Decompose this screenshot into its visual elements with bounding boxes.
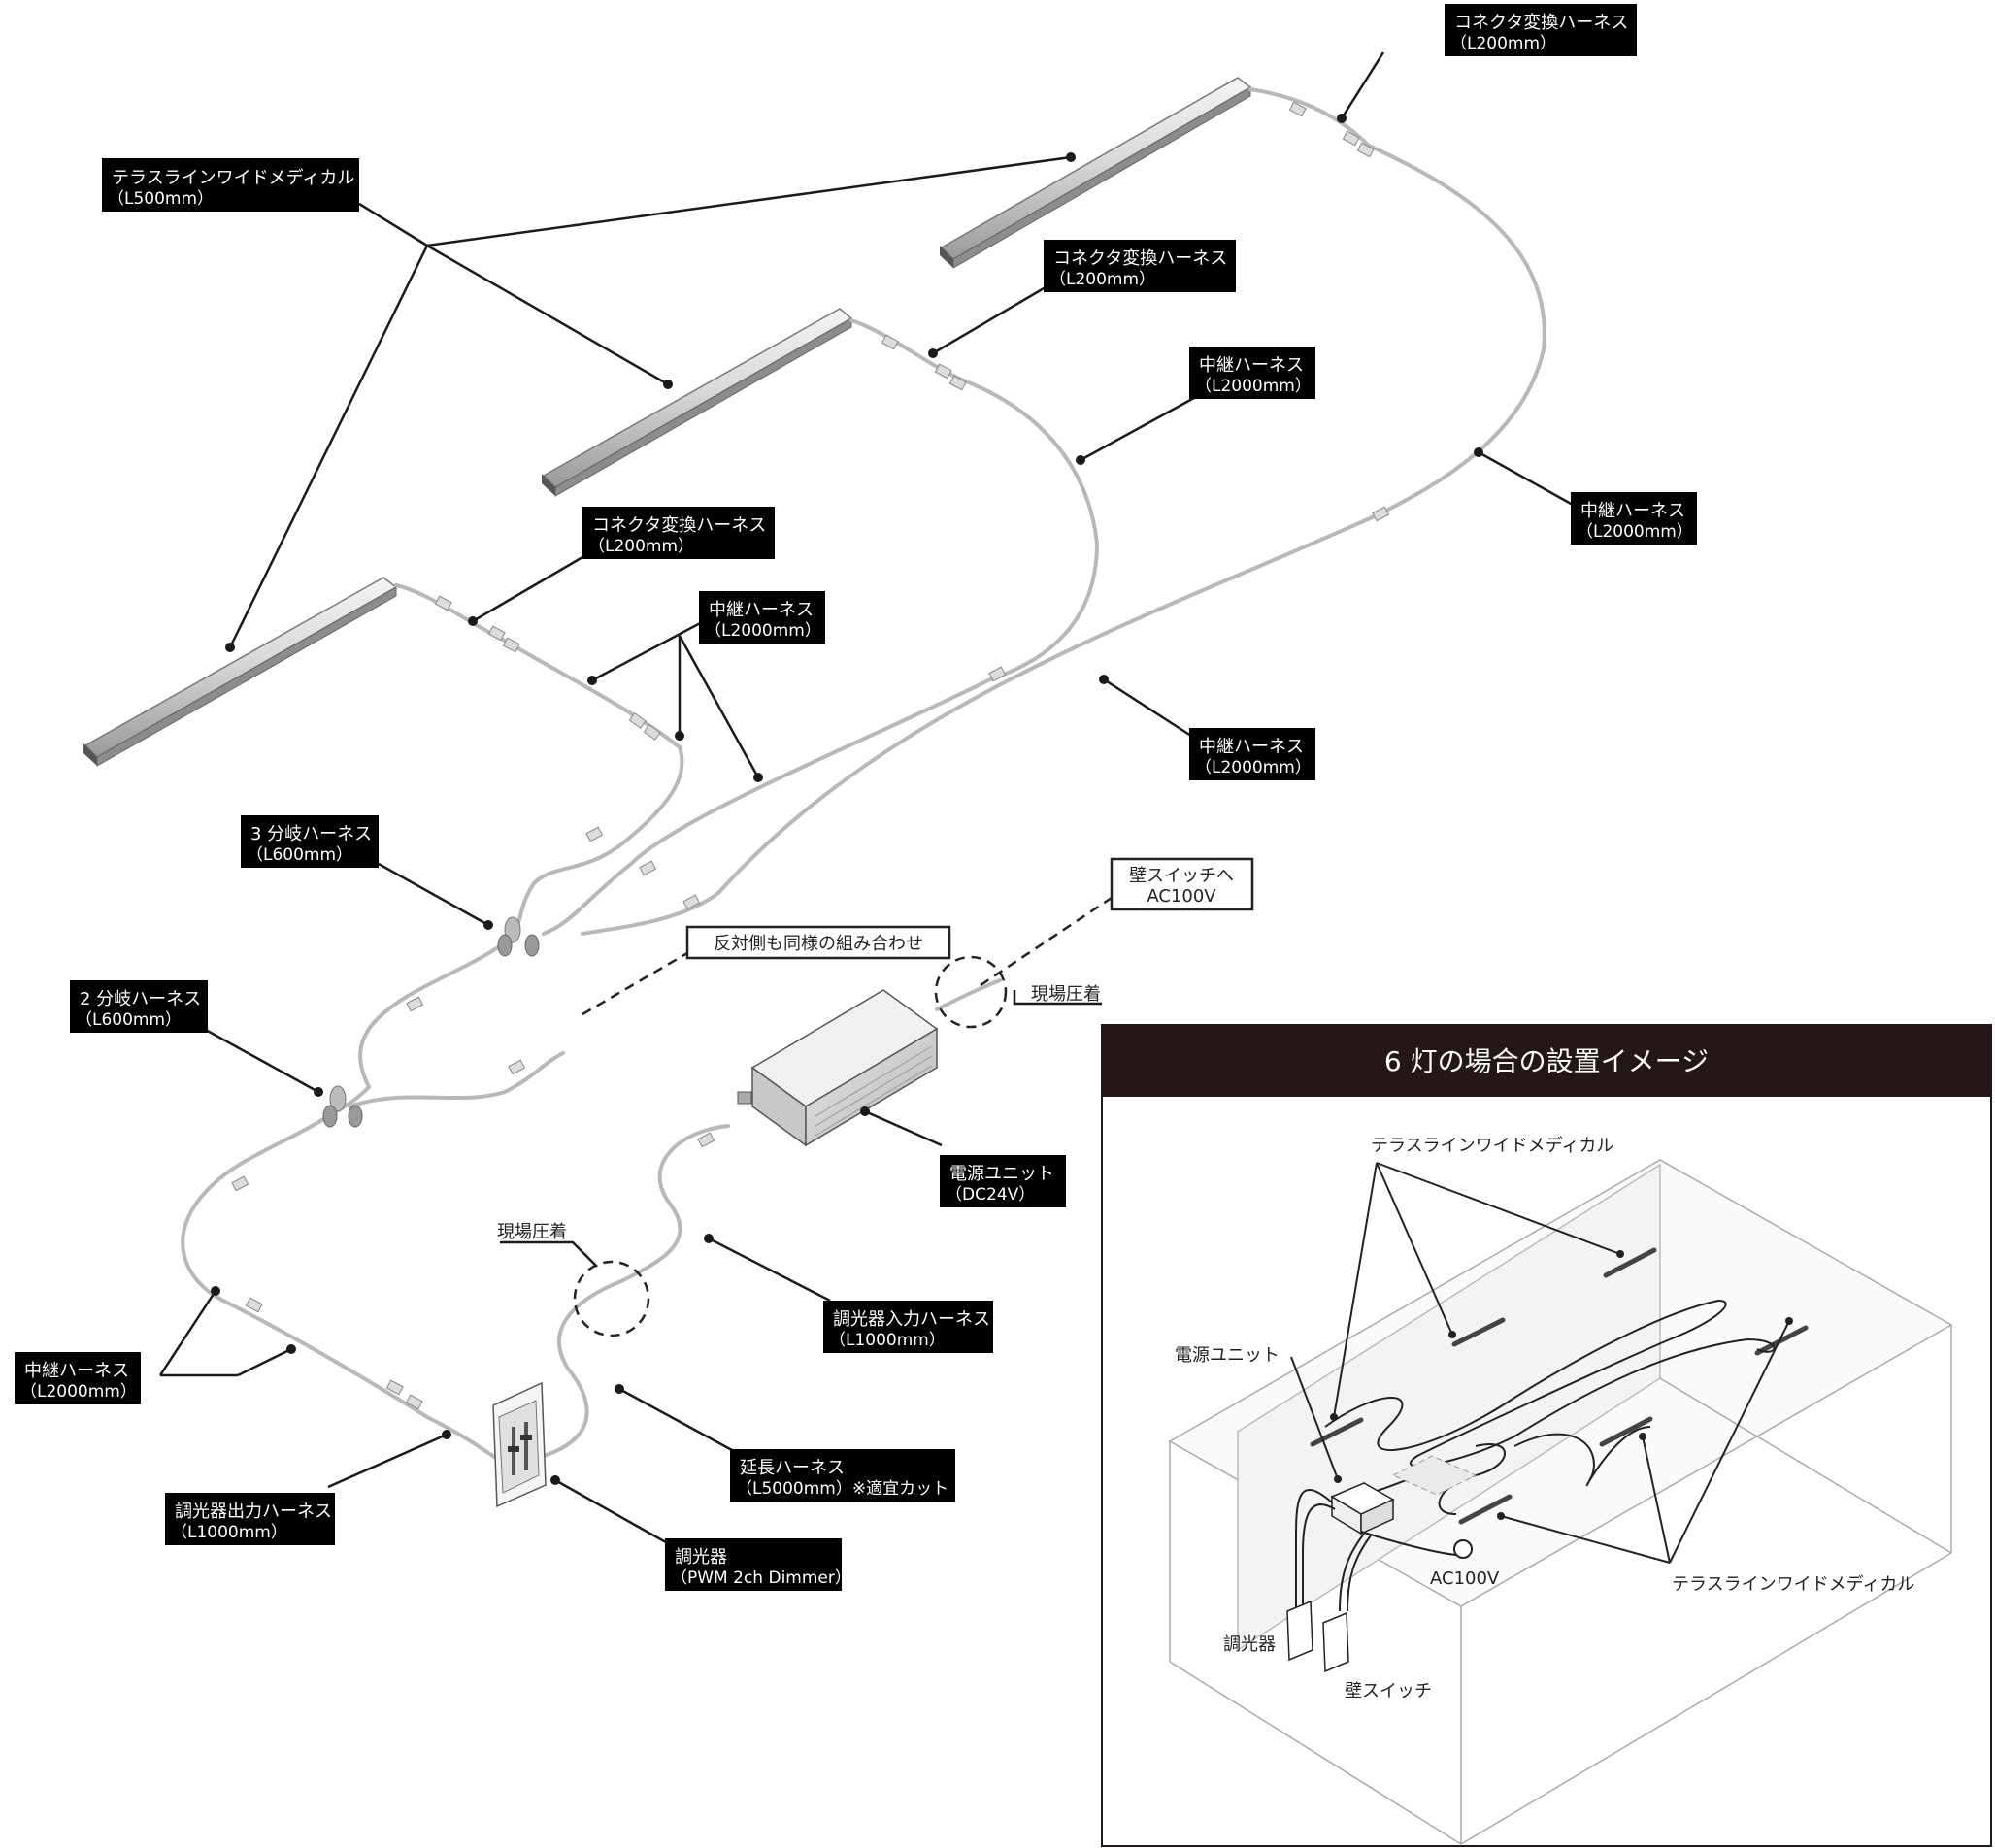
- connectors: [231, 101, 1390, 1410]
- power-unit-box: [737, 989, 939, 1147]
- callout-dimmer-output: 調光器出力ハーネス （L1000mm）: [165, 1493, 335, 1545]
- light-fixture-length: （L500mm）: [108, 189, 214, 209]
- field-crimp-label-2: 現場圧着: [497, 1222, 567, 1242]
- relay-harness-5-name: 中継ハーネス: [24, 1361, 129, 1381]
- power-unit-name: 電源ユニット: [949, 1164, 1054, 1184]
- dimmer-output-length: （L1000mm）: [171, 1523, 287, 1542]
- inset-title: 6 灯の場合の設置イメージ: [1384, 1045, 1709, 1077]
- relay-harness-2-name: 中継ハーネス: [1580, 501, 1685, 521]
- conv-harness-2-name: コネクタ変換ハーネス: [1053, 248, 1227, 269]
- relay-harness-5-length: （L2000mm）: [20, 1382, 137, 1402]
- wall-switch-note-line1: 壁スイッチへ: [1129, 866, 1234, 886]
- inset-wall-switch-label: 壁スイッチ: [1345, 1681, 1432, 1701]
- branch3-node: [497, 916, 540, 957]
- inset-leaders: [1290, 1162, 1790, 1564]
- callout-branch2: 2 分岐ハーネス （L600mm）: [70, 980, 208, 1033]
- relay-harness-3-length: （L2000mm）: [705, 621, 821, 641]
- branch2-length: （L600mm）: [76, 1010, 182, 1030]
- light-fixture-1: [83, 577, 398, 767]
- callout-power-unit: 電源ユニット （DC24V）: [940, 1155, 1066, 1207]
- extension-length: （L5000mm）※適宜カット: [736, 1479, 948, 1499]
- callout-conv-harness-2: コネクタ変換ハーネス （L200mm）: [1044, 240, 1236, 292]
- callout-conv-harness-1: コネクタ変換ハーネス （L200mm）: [582, 507, 775, 559]
- branch3-length: （L600mm）: [247, 845, 352, 865]
- callout-relay-harness-5: 中継ハーネス （L2000mm）: [15, 1352, 141, 1404]
- leader-dots: [211, 114, 1483, 1485]
- callout-relay-harness-2: 中継ハーネス （L2000mm）: [1571, 492, 1697, 544]
- callout-light-fixture: テラスラインワイドメディカル （L500mm）: [102, 158, 359, 212]
- callout-extension: 延長ハーネス （L5000mm）※適宜カット: [730, 1449, 955, 1502]
- conv-harness-3-length: （L200mm）: [1450, 34, 1556, 53]
- light-fixture-name: テラスラインワイドメディカル: [112, 168, 354, 188]
- inset-power-unit-label: 電源ユニット: [1175, 1345, 1280, 1366]
- inset-dimmer: [1286, 1600, 1313, 1662]
- dimmer-input-length: （L1000mm）: [829, 1331, 946, 1350]
- extension-name: 延長ハーネス: [740, 1458, 845, 1478]
- note-wall-switch: 壁スイッチへ AC100V: [1110, 857, 1254, 911]
- inset-leader-dots: [1330, 1250, 1793, 1520]
- callout-conv-harness-3: コネクタ変換ハーネス （L200mm）: [1445, 4, 1637, 56]
- callout-dimmer: 調光器 （PWM 2ch Dimmer）: [665, 1538, 851, 1591]
- branch2-node: [322, 1085, 363, 1128]
- inset-fixture-bottom-label: テラスラインワイドメディカル: [1672, 1574, 1914, 1595]
- callout-relay-harness-1: 中継ハーネス （L2000mm）: [1189, 346, 1315, 399]
- conv-harness-2-length: （L200mm）: [1049, 270, 1155, 289]
- conv-harness-3-name: コネクタ変換ハーネス: [1454, 13, 1628, 33]
- branch2-name: 2 分岐ハーネス: [80, 989, 201, 1009]
- inset-cable: [1324, 1299, 1776, 1515]
- light-fixture-3: [940, 77, 1252, 269]
- callout-dimmer-input: 調光器入力ハーネス （L1000mm）: [823, 1301, 993, 1353]
- conv-harness-1-name: コネクタ変換ハーネス: [592, 515, 766, 536]
- dimmer-name: 調光器: [675, 1547, 727, 1568]
- note-opposite-side: 反対側も同様の組み合わせ: [685, 925, 951, 960]
- callout-branch3: 3 分岐ハーネス （L600mm）: [241, 815, 379, 868]
- dimmer-plate: [492, 1381, 547, 1508]
- wall-switch-note-line2: AC100V: [1147, 886, 1216, 907]
- relay-harness-3-name: 中継ハーネス: [709, 600, 814, 620]
- relay-harness-4-length: （L2000mm）: [1195, 758, 1312, 777]
- field-crimp-label-1: 現場圧着: [1031, 984, 1101, 1005]
- callout-relay-harness-4: 中継ハーネス （L2000mm）: [1189, 728, 1315, 780]
- branch3-name: 3 分岐ハーネス: [250, 824, 372, 844]
- dimmer-input-name: 調光器入力ハーネス: [833, 1309, 990, 1330]
- relay-harness-4-name: 中継ハーネス: [1199, 737, 1304, 757]
- inset-fixture-top-label: テラスラインワイドメディカル: [1371, 1136, 1613, 1156]
- dimmer-spec: （PWM 2ch Dimmer）: [671, 1568, 851, 1588]
- callout-relay-harness-3: 中継ハーネス （L2000mm）: [699, 591, 825, 644]
- inset-wall-switch: [1322, 1611, 1349, 1673]
- relay-harness-1-name: 中継ハーネス: [1199, 355, 1304, 376]
- conv-harness-1-length: （L200mm）: [588, 537, 694, 556]
- leader-lines: [158, 51, 1574, 1548]
- inset-dimmer-label: 調光器: [1223, 1634, 1276, 1655]
- inset-floor-patch: [1391, 1455, 1478, 1496]
- relay-harness-2-length: （L2000mm）: [1577, 522, 1693, 542]
- inset-ac-label: AC100V: [1430, 1568, 1500, 1589]
- relay-harness-1-length: （L2000mm）: [1195, 377, 1312, 396]
- dimmer-output-name: 調光器出力ハーネス: [175, 1502, 332, 1522]
- opposite-side-note: 反対側も同様の組み合わせ: [714, 934, 923, 954]
- dashed-leaders: [573, 896, 1113, 1337]
- inset-panel: 6 灯の場合の設置イメージ: [1101, 1024, 1992, 1847]
- inset-fixtures: [1310, 1247, 1809, 1525]
- power-unit-spec: （DC24V）: [946, 1185, 1035, 1204]
- inset-power-unit: [1330, 1482, 1395, 1535]
- light-fixture-2: [542, 308, 853, 497]
- inset-wires: [1295, 1489, 1473, 1612]
